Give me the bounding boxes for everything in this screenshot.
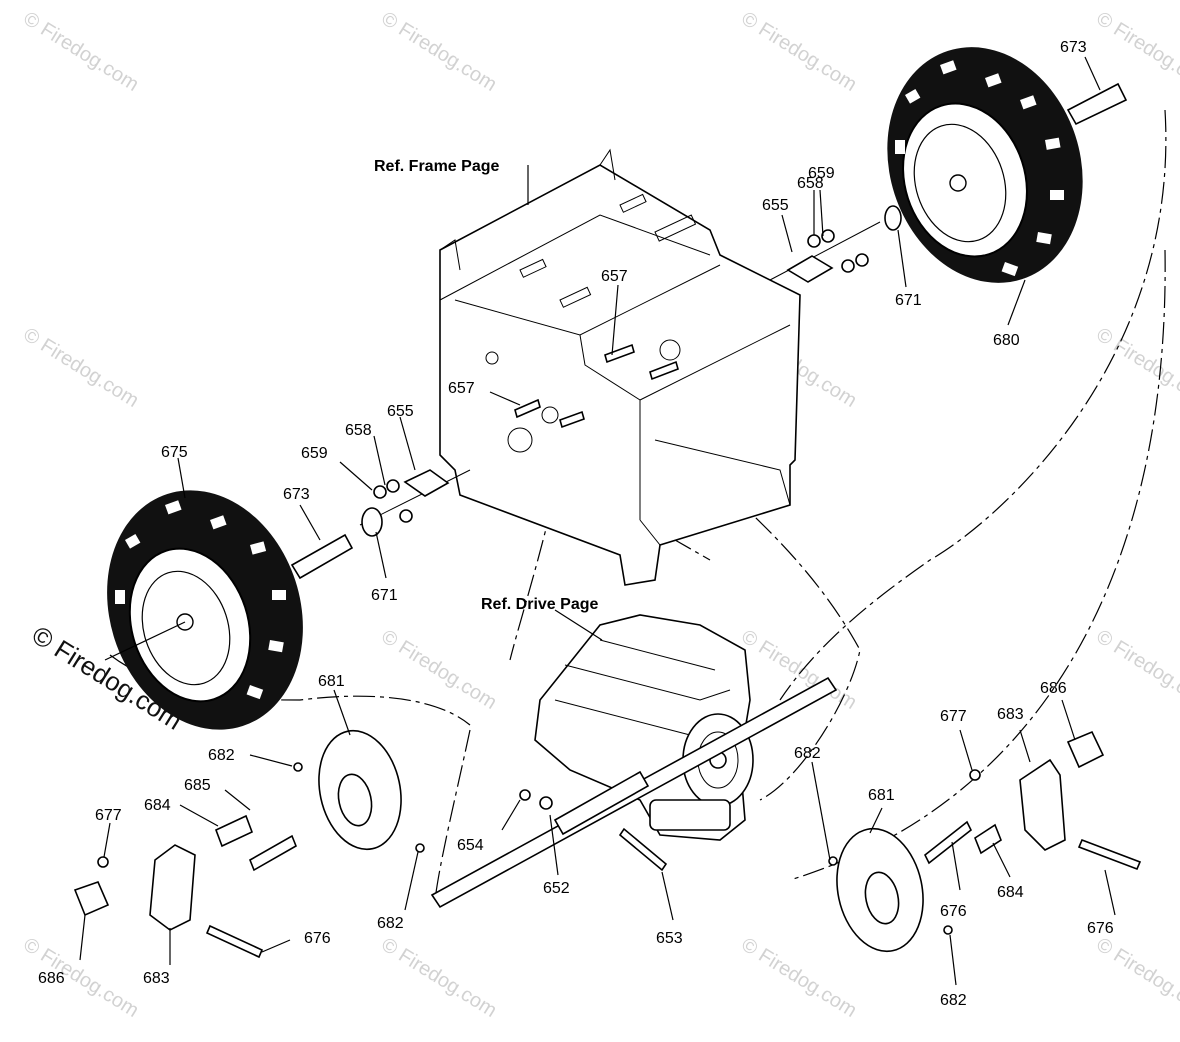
callout-673: 673 (283, 486, 310, 503)
right-hub-assembly (828, 730, 1142, 953)
ref-drive-label: Ref. Drive Page (481, 596, 598, 613)
ref-frame-label: Ref. Frame Page (374, 158, 499, 175)
callout-685: 685 (184, 777, 211, 794)
watermark: © Firedog.com (1092, 934, 1180, 1022)
callout-657: 657 (448, 380, 475, 397)
callout-652: 652 (543, 880, 570, 897)
callout-659: 659 (808, 165, 835, 182)
left-axle-hardware (290, 469, 471, 580)
callout-676: 676 (304, 930, 331, 947)
watermark: © Firedog.com (737, 8, 860, 96)
watermark: © Firedog.com (1092, 8, 1180, 96)
callout-681: 681 (318, 673, 345, 690)
callout-681: 681 (868, 787, 895, 804)
callout-682: 682 (208, 747, 235, 764)
callout-682: 682 (794, 745, 821, 762)
callout-671: 671 (895, 292, 922, 309)
callout-658: 658 (797, 175, 824, 192)
callout-683: 683 (997, 706, 1024, 723)
callout-677: 677 (95, 807, 122, 824)
left-hub-assembly (73, 729, 425, 959)
callout-682: 682 (940, 992, 967, 1009)
callout-659: 659 (301, 445, 328, 462)
callout-653: 653 (656, 930, 683, 947)
right-axle-hardware (769, 82, 1128, 283)
watermark: © Firedog.com (1092, 324, 1180, 412)
callout-680: 680 (993, 332, 1020, 349)
callout-684: 684 (997, 884, 1024, 901)
callout-677: 677 (940, 708, 967, 725)
callouts: 673 658 659 655 671 680 657 657 655 658 … (38, 39, 1114, 1009)
callout-683: 683 (143, 970, 170, 987)
watermark: © Firedog.com (377, 8, 500, 96)
callout-675: 675 (161, 444, 188, 461)
leader-lines (79, 56, 1116, 986)
callout-676: 676 (1087, 920, 1114, 937)
callout-671: 671 (371, 587, 398, 604)
watermark: © Firedog.com (737, 934, 860, 1022)
callout-655: 655 (762, 197, 789, 214)
callout-654: 654 (457, 837, 484, 854)
watermark: © Firedog.com (377, 626, 500, 714)
callout-684: 684 (144, 797, 171, 814)
callout-673: 673 (1060, 39, 1087, 56)
watermark: © Firedog.com (1092, 626, 1180, 714)
callout-655: 655 (387, 403, 414, 420)
watermark: © Firedog.com (19, 8, 142, 96)
transmission-assembly (430, 614, 838, 909)
callout-676: 676 (940, 903, 967, 920)
callout-686: 686 (38, 970, 65, 987)
frame-assembly (439, 148, 801, 586)
callout-682: 682 (377, 915, 404, 932)
callout-686: 686 (1040, 680, 1067, 697)
left-wheel (104, 490, 303, 730)
callout-657: 657 (601, 268, 628, 285)
watermark: © Firedog.com (19, 324, 142, 412)
callout-658: 658 (345, 422, 372, 439)
watermark: © Firedog.com (377, 934, 500, 1022)
right-wheel (887, 47, 1083, 283)
